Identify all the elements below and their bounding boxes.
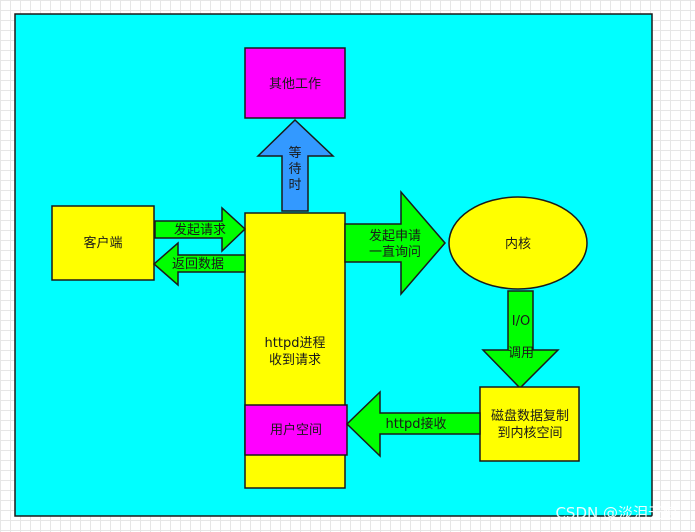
client-box [51,205,155,281]
watermark-text: CSDN @淡泪无痕 [555,504,678,522]
httpd-label-line2: 收到请求 [269,353,321,368]
io-call-arrow [481,290,560,390]
wait-label-2: 待 [288,162,301,177]
user-space-box [244,404,348,456]
send-request-arrow [154,206,247,253]
disk-label-line2: 到内核空间 [497,425,562,441]
kernel-label: 内核 [505,236,531,252]
wait-label-1: 等 [288,145,301,161]
disk-copy-box [479,386,580,462]
io-label-line2: 调用 [508,346,534,361]
httpd-label-line1: httpd进程 [265,336,326,351]
other-work-box [244,47,346,119]
other-work-label: 其他工作 [269,77,321,92]
client-label: 客户端 [83,235,122,251]
disk-label-line1: 磁盘数据复制 [491,408,569,424]
return-data-arrow [152,241,246,287]
kernel-ellipse [448,196,588,290]
apply-label-line1: 发起申请 [369,228,421,244]
httpd-receive-arrow [345,390,481,458]
return-data-label: 返回数据 [172,257,224,272]
wait-label-3: 时 [288,178,301,193]
user-space-label: 用户空间 [270,422,322,438]
io-label-line1: I/O [512,314,530,329]
wait-arrow [256,118,335,212]
apply-arrow [344,189,446,297]
apply-label-line2: 一直询问 [369,245,421,260]
httpd-receive-label: httpd接收 [386,416,447,432]
send-request-label: 发起请求 [174,222,226,238]
